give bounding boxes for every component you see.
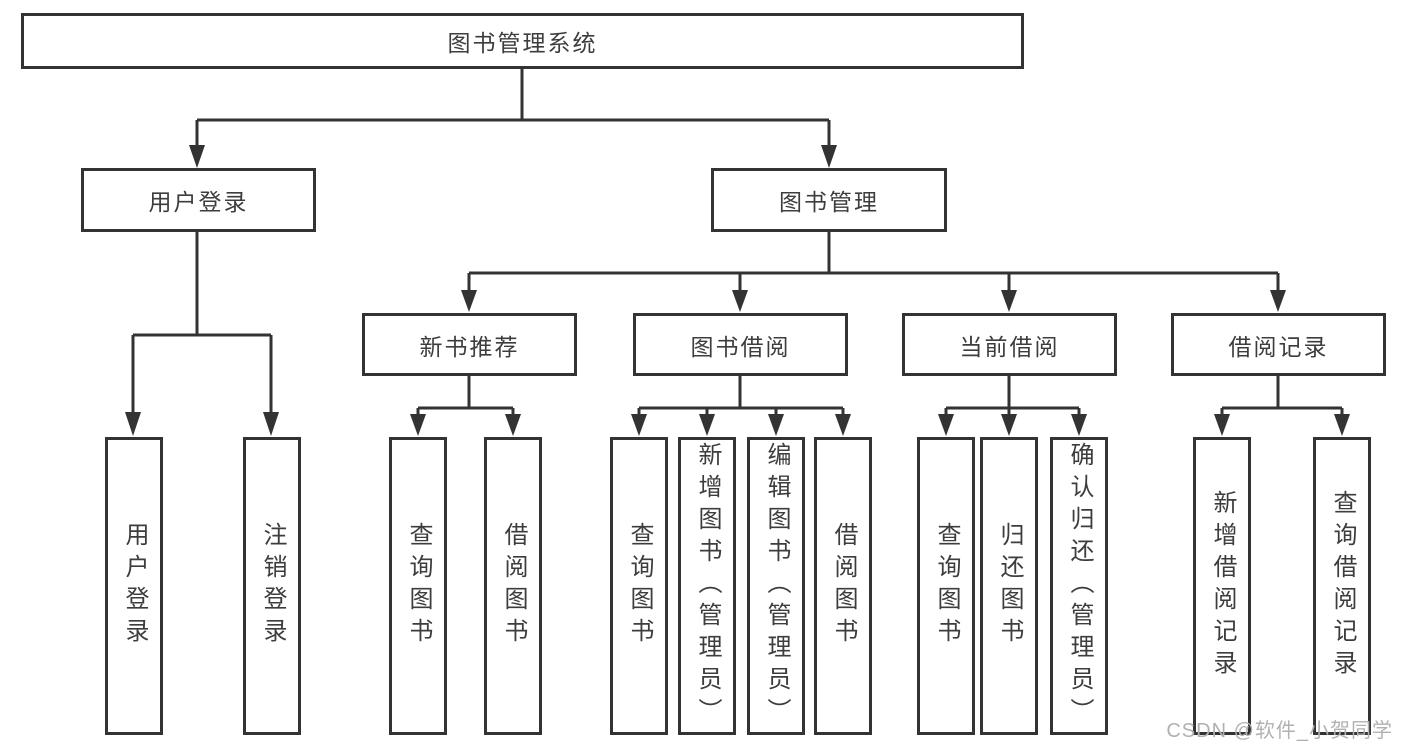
node-add-borrow-record: 新增借阅记录	[1193, 437, 1251, 735]
arrowhead-icons	[125, 145, 1350, 436]
node-confirm-return-admin-label: 确认归还（管理员）	[1066, 442, 1093, 730]
node-return-books-label: 归还图书	[996, 522, 1023, 650]
node-query-books-recommend-label: 查询图书	[405, 522, 432, 650]
node-query-books-current: 查询图书	[917, 437, 975, 735]
node-query-books-recommend: 查询图书	[389, 437, 447, 735]
arrowhead-icon	[461, 290, 477, 312]
node-return-books: 归还图书	[980, 437, 1038, 735]
arrowhead-icon	[505, 414, 521, 436]
arrowhead-icon	[768, 414, 784, 436]
node-borrow-books: 借阅图书	[814, 437, 872, 735]
node-add-borrow-record-label: 新增借阅记录	[1209, 490, 1236, 682]
node-confirm-return-admin: 确认归还（管理员）	[1050, 437, 1108, 735]
node-add-books-admin: 新增图书（管理员）	[678, 437, 736, 735]
node-user-login-label: 用户登录	[148, 189, 249, 215]
node-add-books-admin-label: 新增图书（管理员）	[694, 442, 721, 730]
node-root-label: 图书管理系统	[447, 30, 598, 56]
arrowhead-icon	[732, 290, 748, 312]
node-user-login: 用户登录	[81, 168, 316, 232]
node-borrow-books-recommend: 借阅图书	[484, 437, 542, 735]
node-query-borrow-record: 查询借阅记录	[1313, 437, 1371, 735]
arrowhead-icon	[410, 414, 426, 436]
arrowhead-icon	[263, 412, 279, 436]
arrowhead-icon	[938, 414, 954, 436]
node-new-book-recommend: 新书推荐	[362, 313, 577, 376]
node-current-borrowing-label: 当前借阅	[959, 333, 1060, 360]
node-query-borrow-record-label: 查询借阅记录	[1329, 490, 1356, 682]
node-query-books-borrow-label: 查询图书	[626, 522, 653, 650]
node-book-borrowing-label: 图书借阅	[690, 333, 791, 360]
node-borrow-books-recommend-label: 借阅图书	[500, 522, 527, 650]
node-logout-action: 注销登录	[243, 437, 301, 735]
arrowhead-icon	[699, 414, 715, 436]
csdn-watermark: CSDN @软件_小贺同学	[1166, 720, 1393, 742]
node-root: 图书管理系统	[21, 13, 1024, 69]
node-logout-action-label: 注销登录	[259, 522, 286, 650]
node-current-borrowing: 当前借阅	[902, 313, 1117, 376]
arrowhead-icon	[631, 414, 647, 436]
node-borrowing-records-label: 借阅记录	[1228, 333, 1329, 360]
arrowhead-icon	[1270, 290, 1286, 312]
connector-edges	[131, 69, 1344, 416]
node-borrow-books-label: 借阅图书	[830, 522, 857, 650]
node-edit-books-admin: 编辑图书（管理员）	[747, 437, 805, 735]
arrowhead-icon	[1071, 414, 1087, 436]
arrowhead-icon	[125, 412, 141, 436]
arrowhead-icon	[189, 145, 205, 168]
node-book-management-label: 图书管理	[779, 189, 879, 215]
node-borrowing-records: 借阅记录	[1171, 313, 1386, 376]
arrowhead-icon	[835, 414, 851, 436]
arrowhead-icon	[1214, 414, 1230, 436]
arrowhead-icon	[821, 145, 837, 168]
node-book-management: 图书管理	[711, 168, 947, 232]
node-query-books-borrow: 查询图书	[610, 437, 668, 735]
node-user-login-action: 用户登录	[105, 437, 163, 735]
arrowhead-icon	[1334, 414, 1350, 436]
node-book-borrowing: 图书借阅	[633, 313, 848, 376]
node-query-books-current-label: 查询图书	[933, 522, 960, 650]
node-new-book-recommend-label: 新书推荐	[419, 333, 520, 360]
node-edit-books-admin-label: 编辑图书（管理员）	[763, 442, 790, 730]
arrowhead-icon	[1001, 414, 1017, 436]
node-user-login-action-label: 用户登录	[121, 522, 148, 650]
arrowhead-icon	[1001, 290, 1017, 312]
